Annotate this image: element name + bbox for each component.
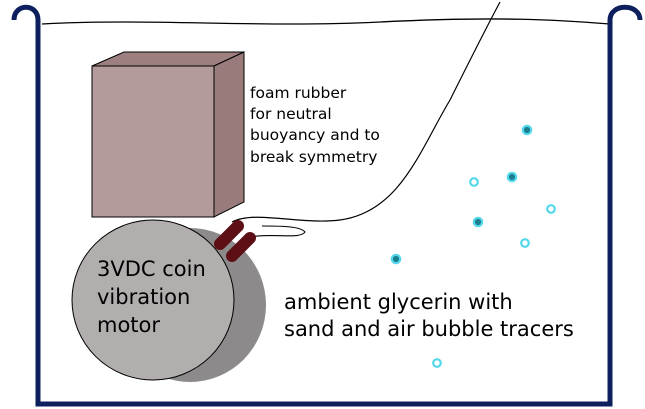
foam-label-line: for neutral — [250, 105, 332, 123]
sand-tracer — [521, 124, 533, 136]
air-bubble-tracer — [546, 204, 556, 214]
motor-connector — [214, 220, 256, 262]
sand-tracer — [506, 171, 518, 183]
foam-block-side — [213, 51, 245, 218]
air-bubble-tracer — [432, 358, 442, 368]
motor-label-line: 3VDC coin — [97, 257, 206, 281]
air-bubble-tracer — [469, 177, 479, 187]
foam-label: foam rubber for neutral buoyancy and to … — [250, 84, 385, 166]
foam-label-line: foam rubber — [250, 84, 347, 102]
foam-block-front — [91, 65, 215, 218]
glycerin-label: ambient glycerin with sand and air bubbl… — [284, 290, 574, 341]
foam-label-line: buoyancy and to — [250, 126, 380, 144]
glycerin-label-line: sand and air bubble tracers — [284, 317, 574, 341]
motor-label: 3VDC coin vibration motor — [97, 257, 212, 337]
connector-pin — [214, 220, 244, 250]
foam-label-line: break symmetry — [250, 148, 377, 166]
tracer-group — [390, 124, 556, 368]
glycerin-label-line: ambient glycerin with — [284, 290, 513, 314]
motor-label-line: motor — [97, 313, 160, 337]
motor-wire — [231, 1, 501, 223]
sand-tracer — [472, 216, 484, 228]
water-surface-line — [41, 18, 611, 25]
motor-front-face — [71, 219, 235, 381]
vibration-motor — [71, 219, 266, 382]
sand-tracer — [390, 253, 402, 265]
motor-label-line: vibration — [97, 285, 190, 309]
foam-block — [91, 51, 245, 218]
air-bubble-tracer — [520, 238, 530, 248]
tank-outline — [11, 4, 643, 407]
motor-wire-loop — [244, 225, 306, 239]
connector-pin — [226, 232, 256, 262]
